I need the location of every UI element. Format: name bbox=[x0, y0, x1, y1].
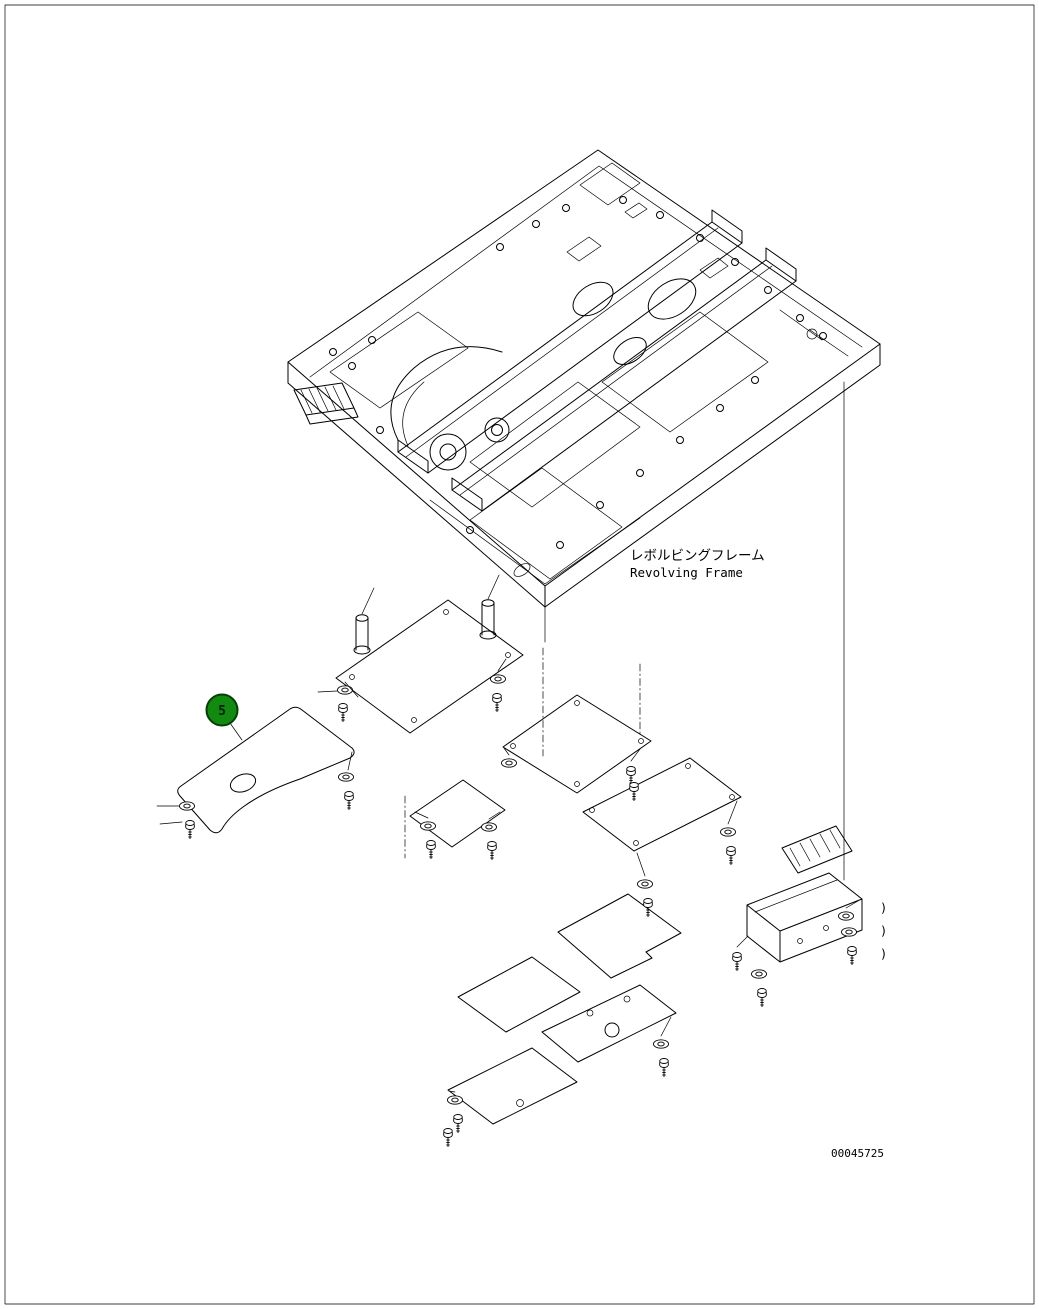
cover-plate-bottom bbox=[447, 1047, 578, 1125]
washer-icon bbox=[838, 911, 854, 921]
washer-icon bbox=[501, 758, 517, 768]
frame-label-japanese: レボルビングフレーム bbox=[630, 548, 765, 564]
bolt-icon bbox=[757, 988, 767, 1008]
cover-plate-small bbox=[409, 779, 506, 848]
bolt-icon bbox=[629, 782, 639, 802]
cover-plate-5 bbox=[177, 706, 355, 834]
control-box bbox=[746, 872, 863, 963]
paren-mark: ) bbox=[880, 947, 887, 961]
leader-lines bbox=[156, 381, 859, 1093]
bolt-icon bbox=[726, 846, 736, 866]
bolt-icon bbox=[847, 946, 857, 966]
mount-cylinder bbox=[353, 614, 371, 655]
washer-icon bbox=[338, 772, 354, 782]
bolt-icon bbox=[338, 703, 348, 723]
sheet-border bbox=[4, 4, 1035, 1305]
washer-icon bbox=[447, 1095, 463, 1105]
bolt-icon bbox=[492, 693, 502, 713]
paren-mark: ) bbox=[880, 901, 887, 915]
bolt-icon bbox=[185, 820, 195, 840]
washer-icon bbox=[481, 822, 497, 832]
deck-bolt-holes bbox=[329, 196, 827, 549]
mount-cylinder bbox=[479, 599, 497, 640]
washer-icon bbox=[841, 927, 857, 937]
bolt-icon bbox=[732, 952, 742, 972]
paren-mark: ) bbox=[880, 924, 887, 938]
callout-balloon-5[interactable]: 5 bbox=[205, 693, 243, 741]
boom-mount-bracket bbox=[390, 346, 510, 471]
cover-plate-lower-left bbox=[457, 956, 581, 1033]
bolt-icon bbox=[487, 841, 497, 861]
bolt-icon bbox=[453, 1114, 463, 1134]
shim-plate bbox=[781, 825, 853, 874]
washer-icon bbox=[337, 685, 353, 695]
bolt-icon bbox=[643, 898, 653, 918]
bolt-icon bbox=[426, 840, 436, 860]
drawing-number: 00045725 bbox=[831, 1147, 884, 1160]
center-rails bbox=[397, 209, 797, 512]
deck-openings bbox=[513, 278, 697, 577]
revolving-frame-assembly bbox=[287, 149, 881, 608]
frame-label-english: Revolving Frame bbox=[630, 565, 743, 580]
cover-plate-with-mounts bbox=[335, 574, 524, 734]
bolt-icon bbox=[344, 791, 354, 811]
exploded-parts bbox=[177, 574, 863, 1125]
bolt-icon bbox=[659, 1058, 669, 1078]
cover-plate-with-holes bbox=[541, 984, 677, 1063]
cover-plate-right bbox=[582, 757, 742, 852]
paren-marks: ) ) ) bbox=[880, 901, 887, 961]
washer-icon bbox=[720, 827, 736, 837]
washer-icon bbox=[637, 879, 653, 889]
cover-plate-center bbox=[502, 694, 652, 794]
washer-icon bbox=[490, 674, 506, 684]
cover-plate-notched bbox=[557, 893, 682, 979]
callout-circle[interactable] bbox=[205, 693, 239, 727]
deck-panels bbox=[329, 162, 849, 585]
step-tread bbox=[293, 382, 359, 425]
frame-outline bbox=[287, 149, 881, 587]
bolt-icon bbox=[443, 1128, 453, 1148]
callout-number: 5 bbox=[218, 704, 226, 719]
washer-icon bbox=[653, 1039, 669, 1049]
washer-icon bbox=[179, 801, 195, 811]
washer-icon bbox=[751, 969, 767, 979]
washer-icon bbox=[420, 821, 436, 831]
